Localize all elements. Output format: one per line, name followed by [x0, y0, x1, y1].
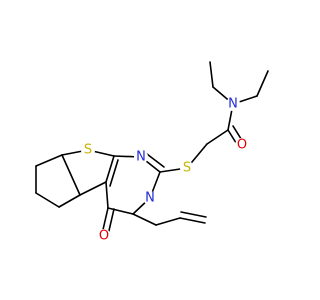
carbonyl-o-label: O	[99, 229, 109, 244]
thioether-s-label: S	[183, 161, 191, 176]
atom-thiophene-s: S	[81, 143, 95, 158]
molecule-drawing: S N N S N O O	[35, 61, 269, 244]
ring-n-bottom-label: N	[145, 191, 155, 206]
structure-canvas: S N N S N O O	[35, 61, 269, 244]
atom-carbonyl-o: O	[97, 229, 111, 244]
atom-amide-o: O	[235, 138, 249, 153]
thioether-linker	[159, 129, 229, 173]
ring-n-top-label: N	[136, 150, 146, 165]
atom-amide-n: N	[226, 97, 240, 112]
cyclohexane-ring	[35, 154, 81, 208]
atom-thioether-s: S	[180, 161, 194, 176]
atom-ring-n-bottom: N	[143, 191, 157, 206]
atom-ring-n-top: N	[134, 150, 148, 165]
amide-n-label: N	[228, 97, 238, 112]
diethyl-groups	[209, 61, 269, 105]
thiophene-s-label: S	[84, 143, 92, 158]
allyl-group	[132, 211, 207, 226]
amide-o-label: O	[237, 138, 247, 153]
